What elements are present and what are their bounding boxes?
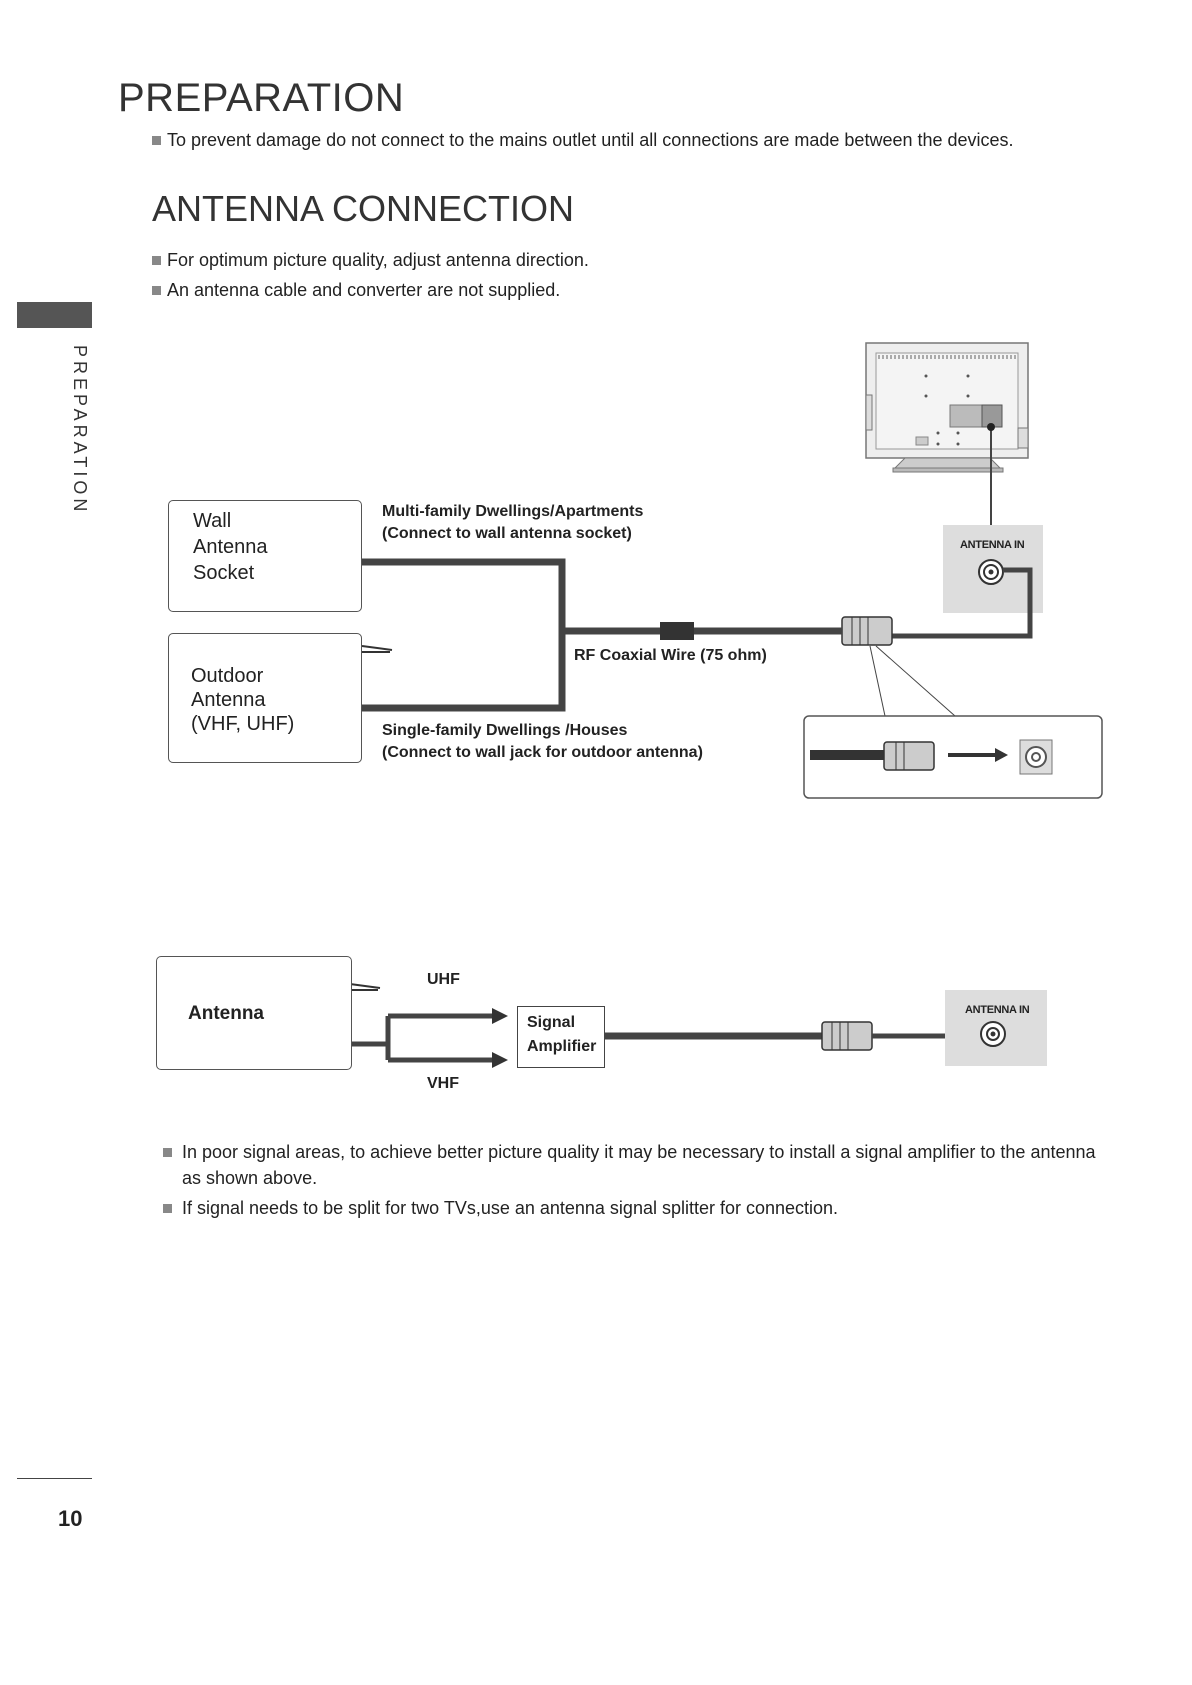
sidebar-label: PREPARATION (70, 345, 90, 516)
tv-rear-icon (865, 342, 1029, 473)
uhf-label: UHF (427, 971, 460, 988)
multi-family-label: Multi-family Dwellings/Apartments (Conne… (382, 501, 643, 545)
label-line: (Connect to wall antenna socket) (382, 525, 632, 542)
label-line: Antenna (193, 536, 268, 558)
sidebar-tab-marker (17, 302, 92, 328)
wall-socket-box (168, 500, 362, 612)
bullet-square-icon (163, 1204, 172, 1213)
note-text: In poor signal areas, to achieve better … (182, 1142, 1096, 1188)
bullet-item: For optimum picture quality, adjust ante… (152, 250, 589, 271)
bullet-square-icon (163, 1148, 172, 1157)
antenna-in-label-2: ANTENNA IN (965, 1004, 1030, 1016)
note-item: If signal needs to be split for two TVs,… (163, 1195, 1093, 1221)
warning-note: To prevent damage do not connect to the … (152, 130, 1014, 151)
antenna-in-label: ANTENNA IN (960, 539, 1025, 551)
bullet-square-icon (152, 286, 161, 295)
outdoor-antenna-label: Outdoor Antenna (VHF, UHF) (191, 664, 294, 736)
label-line: Socket (193, 562, 255, 584)
label-line: (VHF, UHF) (191, 713, 295, 735)
bullet-square-icon (152, 256, 161, 265)
bullet-text: For optimum picture quality, adjust ante… (167, 250, 589, 270)
label-line: Multi-family Dwellings/Apartments (382, 503, 644, 520)
label-line: (Connect to wall jack for outdoor antenn… (382, 744, 703, 761)
bullet-square-icon (152, 136, 161, 145)
bullet-item: An antenna cable and converter are not s… (152, 280, 560, 301)
page-title: PREPARATION (118, 76, 405, 120)
antenna-box (156, 956, 352, 1070)
antenna-label: Antenna (188, 1003, 264, 1024)
single-family-label: Single-family Dwellings /Houses (Connect… (382, 720, 703, 764)
bullet-text: An antenna cable and converter are not s… (167, 280, 561, 300)
label-line: Wall (193, 510, 232, 532)
wall-socket-label: Wall Antenna Socket (193, 508, 268, 586)
note-text: If signal needs to be split for two TVs,… (182, 1198, 839, 1218)
signal-amplifier-box (517, 1006, 605, 1068)
vhf-label: VHF (427, 1075, 459, 1092)
label-line: Amplifier (527, 1038, 597, 1055)
label-line: Antenna (191, 689, 266, 711)
label-line: Outdoor (191, 665, 264, 687)
warning-text: To prevent damage do not connect to the … (167, 130, 1014, 150)
signal-amplifier-label: Signal Amplifier (527, 1011, 596, 1059)
label-line: Signal (527, 1014, 576, 1031)
section-title: ANTENNA CONNECTION (152, 188, 575, 229)
note-item: In poor signal areas, to achieve better … (163, 1139, 1112, 1191)
page-number: 10 (58, 1506, 83, 1531)
label-line: Single-family Dwellings /Houses (382, 722, 628, 739)
footer-rule (17, 1478, 92, 1479)
coax-label: RF Coaxial Wire (75 ohm) (574, 647, 767, 664)
outdoor-antenna-box (168, 633, 362, 763)
